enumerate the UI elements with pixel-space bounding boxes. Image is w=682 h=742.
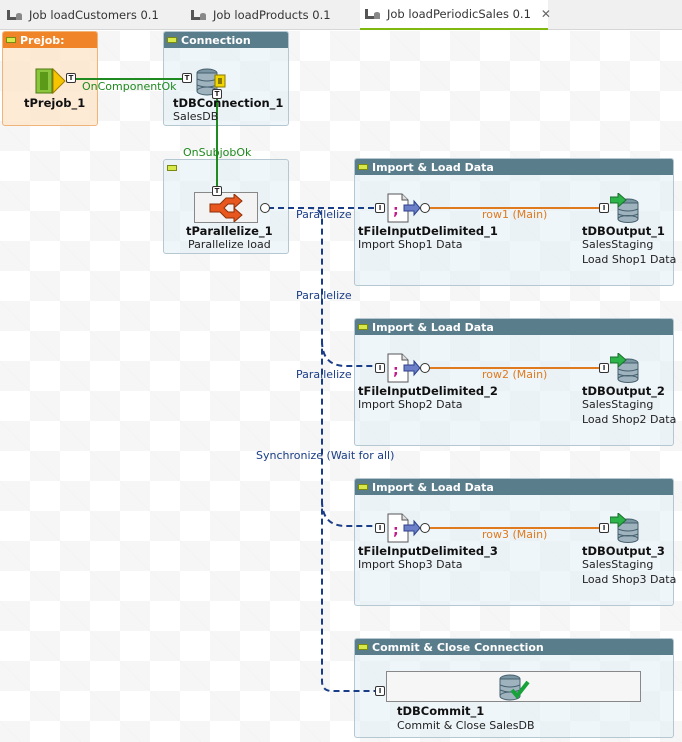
parallelize-label[interactable]: Parallelize [296,368,352,381]
database-output-icon[interactable] [609,191,642,226]
output-port[interactable] [420,203,430,213]
database-output-icon[interactable] [609,511,642,546]
subjob-title: Commit & Close Connection [372,640,544,654]
file-input-icon[interactable]: ; [386,353,421,386]
on-subjob-ok-label[interactable]: OnSubjobOk [183,146,252,159]
trigger-port[interactable]: T [212,186,222,196]
svg-text:;: ; [393,363,399,379]
component-label: SalesStaging [582,398,654,411]
collapse-icon[interactable] [167,37,177,43]
job-icon [364,6,382,22]
parallelize-component-box[interactable] [194,192,258,223]
parallelize-link-3 [321,500,376,527]
file-input-icon[interactable]: ; [386,193,421,226]
database-commit-icon [498,674,530,705]
input-port[interactable]: I [375,363,385,373]
trigger-port[interactable]: T [66,73,76,83]
subjob-title: Connection [181,33,251,47]
tab-label: Job loadCustomers 0.1 [29,8,159,22]
job-icon [190,7,208,23]
component-label: Import Shop1 Data [358,238,463,251]
job-designer-canvas[interactable]: Prejob: Connection Import & Load Data Im… [0,31,682,742]
subjob-header: Import & Load Data [355,159,673,175]
subjob-title: Import & Load Data [372,320,494,334]
input-port[interactable]: I [375,203,385,213]
collapse-icon[interactable] [358,484,368,490]
component-label: Commit & Close SalesDB [397,719,535,732]
row-link-label[interactable]: row1 (Main) [482,208,548,221]
parallelize-link-2 [321,340,376,367]
on-component-ok-label[interactable]: OnComponentOk [82,80,177,93]
tab-label: Job loadProducts 0.1 [213,8,331,22]
row-link-label[interactable]: row2 (Main) [482,368,548,381]
component-label: Load Shop2 Data [582,413,677,426]
row-link-label[interactable]: row3 (Main) [482,528,548,541]
component-name: tFileInputDelimited_3 [358,544,498,558]
editor-tab-bar: Job loadCustomers 0.1 Job loadProducts 0… [0,0,682,30]
collapse-icon[interactable] [358,644,368,650]
subjob-header [164,160,288,176]
component-label: Import Shop2 Data [358,398,463,411]
component-name: tFileInputDelimited_1 [358,224,498,238]
tab-load-products[interactable]: Job loadProducts 0.1 [190,0,331,30]
component-label: Load Shop3 Data [582,573,677,586]
component-label: Import Shop3 Data [358,558,463,571]
connection-lines [70,78,600,692]
input-port[interactable]: I [375,686,385,696]
input-port[interactable]: I [599,203,609,213]
component-label: Load Shop1 Data [582,253,677,266]
subjob-header: Commit & Close Connection [355,639,673,655]
component-name: tDBConnection_1 [173,96,284,110]
synchronize-label[interactable]: Synchronize (Wait for all) [256,449,395,462]
collapse-icon[interactable] [167,165,177,171]
subjob-title: Prejob: [20,33,65,47]
tab-load-periodic-sales[interactable]: Job loadPeriodicSales 0.1 ✕ [360,0,551,30]
subjob-title: Import & Load Data [372,160,494,174]
subjob-import-load-1[interactable]: Import & Load Data [354,158,674,286]
job-icon [6,7,24,23]
subjob-header: Import & Load Data [355,319,673,335]
tab-label: Job loadPeriodicSales 0.1 [387,7,531,21]
collapse-icon[interactable] [358,164,368,170]
parallelize-icon [208,192,244,225]
output-port[interactable] [420,523,430,533]
subjob-header: Import & Load Data [355,479,673,495]
database-output-icon[interactable] [609,351,642,386]
component-name: tDBOutput_3 [582,544,665,558]
component-name: tDBOutput_2 [582,384,665,398]
trigger-port[interactable]: T [182,73,192,83]
collapse-icon[interactable] [358,324,368,330]
file-input-icon[interactable]: ; [386,513,421,546]
close-tab-icon[interactable]: ✕ [540,7,551,21]
component-label: Parallelize load [188,238,271,251]
prejob-start-icon[interactable] [35,67,67,98]
component-name: tDBCommit_1 [397,704,485,718]
parallelize-label[interactable]: Parallelize [296,289,352,302]
input-port[interactable]: I [375,523,385,533]
component-name: tPrejob_1 [24,96,86,110]
component-name: tParallelize_1 [186,224,273,238]
component-label: SalesStaging [582,238,654,251]
subjob-header: Connection [164,32,288,48]
parallelize-label[interactable]: Parallelize [296,208,352,221]
subjob-header: Prejob: [3,32,97,48]
synchronize-link [268,207,376,692]
component-label: SalesDB [173,110,219,123]
output-port[interactable] [420,363,430,373]
output-port[interactable] [260,203,270,213]
subjob-title: Import & Load Data [372,480,494,494]
input-port[interactable]: I [599,363,609,373]
svg-text:;: ; [393,523,399,539]
tab-load-customers[interactable]: Job loadCustomers 0.1 [6,0,159,30]
svg-text:;: ; [393,203,399,219]
component-name: tFileInputDelimited_2 [358,384,498,398]
input-port[interactable]: I [599,523,609,533]
component-name: tDBOutput_1 [582,224,665,238]
collapse-icon[interactable] [6,37,16,43]
component-label: SalesStaging [582,558,654,571]
trigger-port[interactable]: T [212,89,222,99]
database-connection-icon[interactable] [195,67,227,100]
